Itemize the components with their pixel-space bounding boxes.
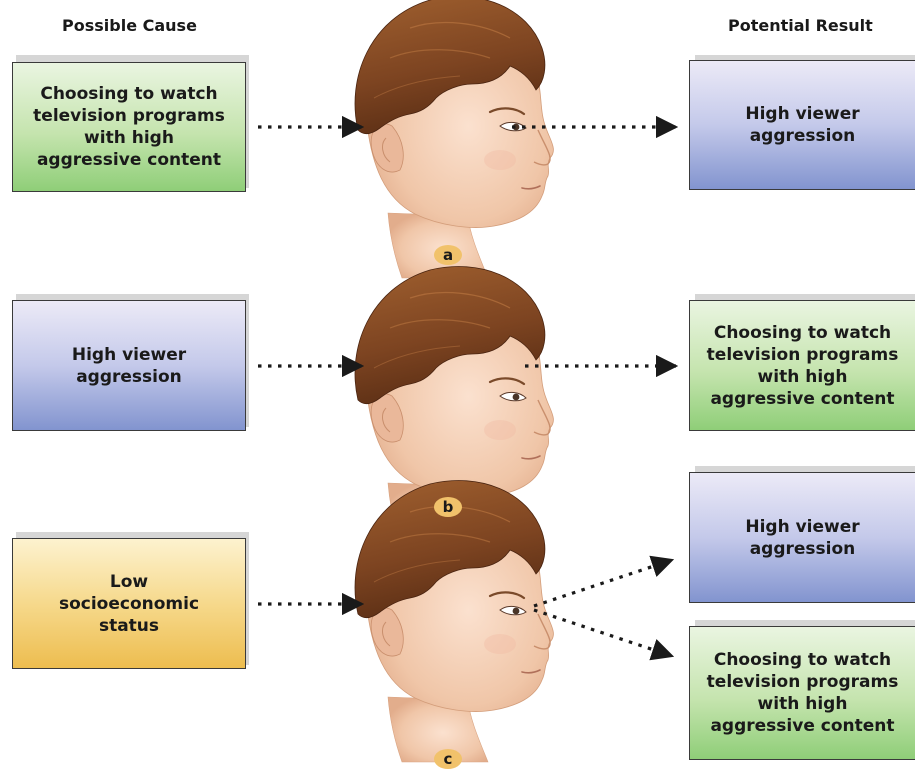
box-line: television programs [706,344,899,365]
box-line: with high [757,366,848,387]
cause-box-b: High viewer aggression [12,300,246,431]
box-line: High viewer [745,516,860,537]
box-line: High viewer [71,344,187,365]
cause-box-a: Choosing to watch television programs wi… [12,62,246,192]
box-line: Low [109,571,149,592]
box-line: Choosing to watch [713,650,892,670]
box-line: socioeconomic [58,593,200,614]
result-box-c-lower: Choosing to watch television programs wi… [689,626,915,760]
box-line: aggression [749,538,856,559]
box-line: aggression [76,366,182,387]
box-line: Choosing to watch [713,322,892,343]
result-box-c-upper: High viewer aggression [689,472,915,603]
row-label-a: a [434,245,462,265]
row-label-c: c [434,749,462,769]
box-line: aggressive content [710,716,895,736]
head-illustration-c [353,479,555,764]
result-box-b: Choosing to watch television programs wi… [689,300,915,431]
arrow-head-to-result-c-upper [533,555,675,608]
box-line: High viewer [745,104,860,124]
box-line: aggression [749,126,856,146]
row-label-b: b [434,497,462,517]
cause-box-c: Low socioeconomic status [12,538,246,669]
arrow-head-to-result-c-lower [533,608,675,661]
box-line: aggressive content [36,150,222,170]
potential-result-header: Potential Result [728,16,873,35]
box-line: Choosing to watch [40,84,218,104]
head-illustration-a [353,0,555,280]
box-line: with high [757,694,848,714]
box-line: status [98,615,160,636]
box-line: aggressive content [710,388,895,409]
result-box-a: High viewer aggression [689,60,915,190]
possible-cause-header: Possible Cause [62,16,197,35]
box-line: with high [84,128,174,148]
box-line: television programs [33,106,225,126]
box-line: television programs [706,672,899,692]
